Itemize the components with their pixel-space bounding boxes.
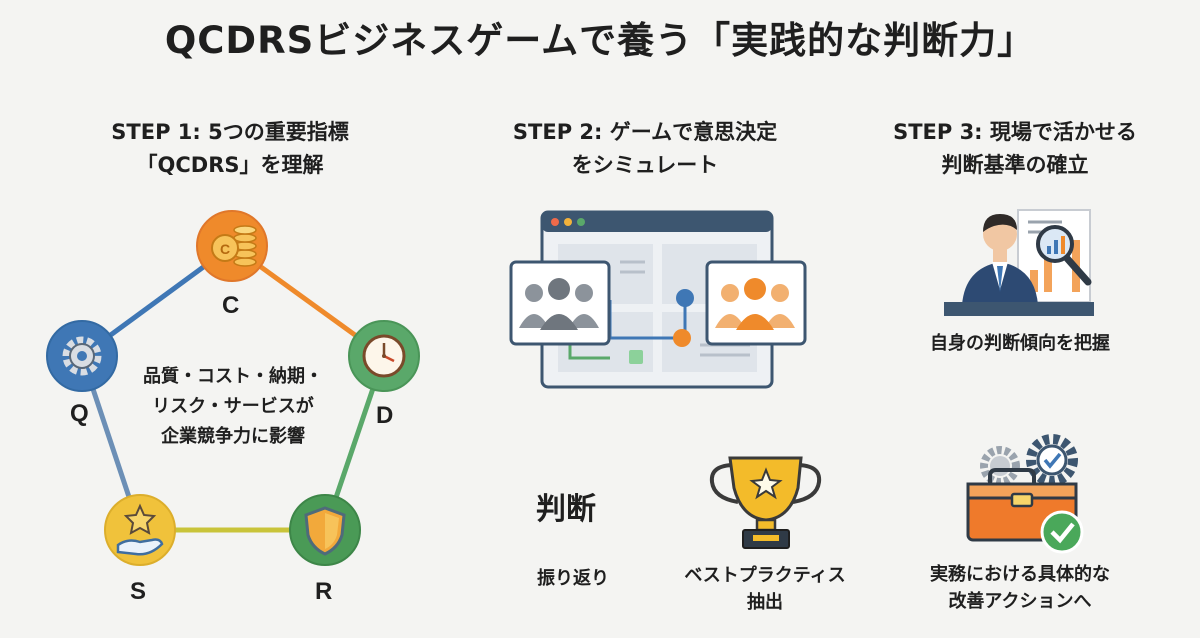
node-label-q: Q	[70, 400, 89, 427]
best-practice-line-2: 抽出	[747, 592, 783, 613]
analyst-icon	[944, 209, 1094, 316]
self-analysis-label: 自身の判断傾向を把握	[930, 333, 1110, 354]
trophy-icon	[709, 456, 822, 549]
step-3-line2: 判断基準の確立	[941, 153, 1089, 177]
step-3-heading: STEP 3: 現場で活かせる 判断基準の確立	[850, 116, 1180, 182]
page-title: QCDRSビジネスゲームで養う「実践的な判断力」	[164, 19, 1036, 62]
step-3-line1: STEP 3: 現場で活かせる	[893, 120, 1137, 144]
hand-star-icon	[104, 494, 176, 566]
gear-icon	[46, 320, 118, 392]
node-label-d: D	[376, 402, 394, 429]
step-2-line2: をシミュレート	[571, 153, 719, 177]
step-1-heading: STEP 1: 5つの重要指標 「QCDRS」を理解	[60, 116, 400, 182]
toolbox-icon	[966, 434, 1084, 554]
review-label: 振り返り	[537, 568, 609, 589]
center-text-line-1: 品質・コスト・納期・	[143, 366, 323, 387]
svg-text:C: C	[220, 241, 230, 257]
action-line-2: 改善アクションへ	[948, 591, 1092, 612]
step-2-heading: STEP 2: ゲームで意思決定 をシミュレート	[475, 116, 815, 182]
pentagon-center-text: 品質・コスト・納期・ リスク・サービスが 企業競争力に影響	[118, 362, 348, 452]
node-label-c: C	[222, 292, 240, 319]
shield-icon	[289, 494, 361, 566]
center-text-line-3: 企業競争力に影響	[161, 426, 305, 447]
clock-icon	[348, 320, 420, 392]
node-label-s: S	[130, 578, 147, 605]
node-label-r: R	[315, 578, 333, 605]
best-practice-label: ベストプラクティス 抽出	[660, 562, 870, 616]
action-line-1: 実務における具体的な	[930, 564, 1110, 585]
best-practice-line-1: ベストプラクティス	[684, 565, 846, 586]
step-1-line1: STEP 1: 5つの重要指標	[111, 120, 349, 144]
step-1-line2: 「QCDRS」を理解	[136, 153, 324, 177]
step-2-line1: STEP 2: ゲームで意思決定	[512, 120, 778, 144]
judgment-label: 判断	[536, 492, 596, 527]
center-text-line-2: リスク・サービスが	[152, 396, 314, 417]
team-orange-icon	[705, 260, 807, 346]
action-label: 実務における具体的な 改善アクションへ	[880, 561, 1160, 615]
team-blue-icon	[509, 260, 611, 346]
coins-icon: C	[196, 210, 268, 282]
